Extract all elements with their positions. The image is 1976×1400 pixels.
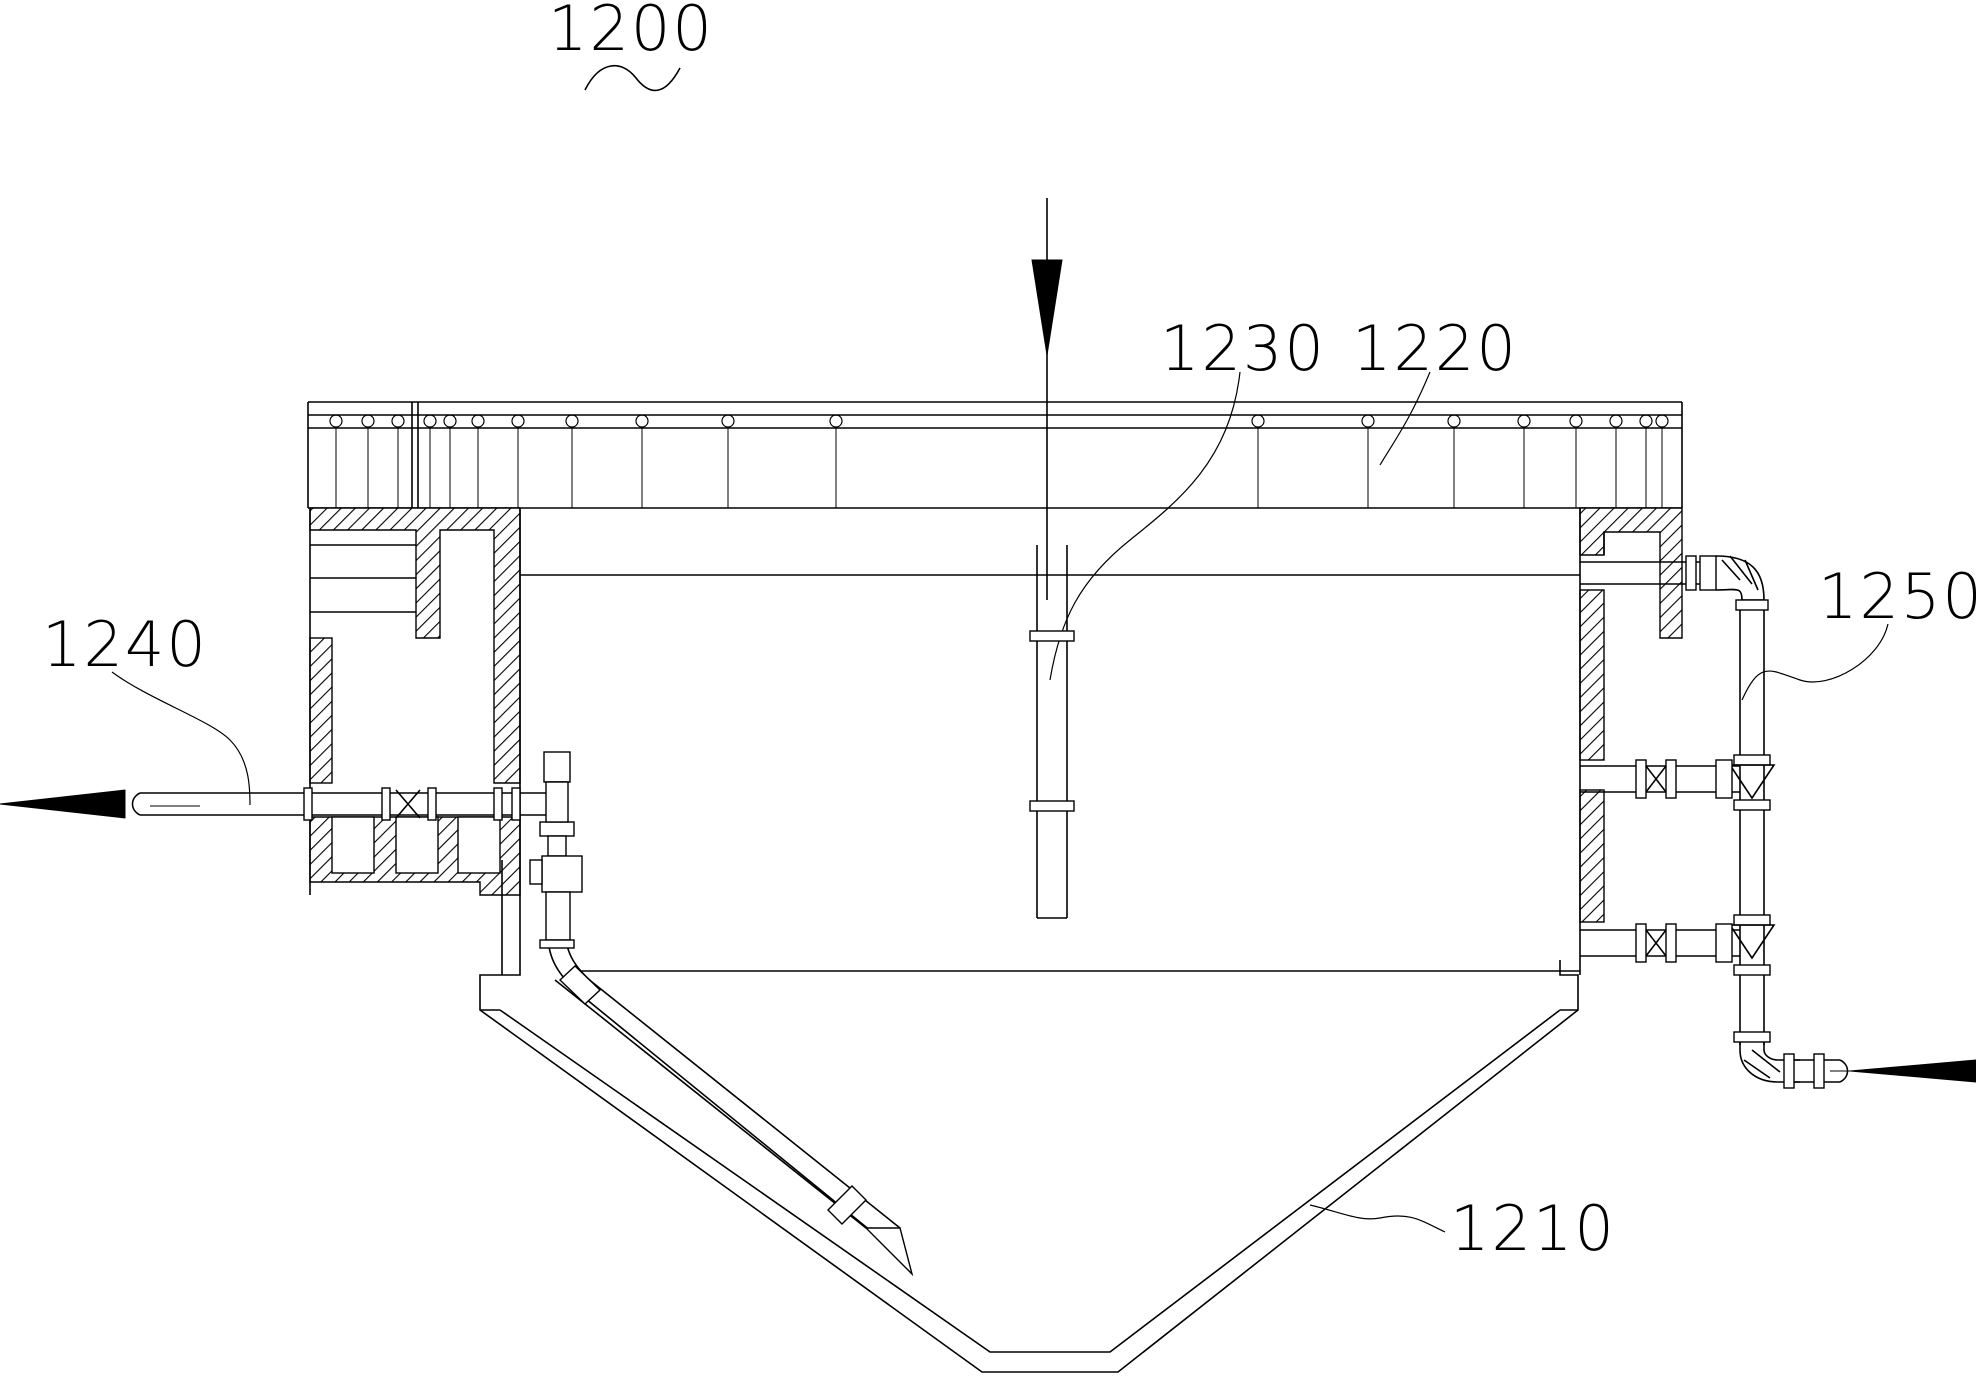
left-outlet-pipe: [0, 781, 569, 823]
leader-left-outlet: [111, 671, 251, 806]
leader-inlet-pipe: [1049, 371, 1241, 681]
nozzle-row: [329, 414, 1669, 508]
assembly-tilde: [584, 64, 681, 92]
label-right-outlet: 1250: [1818, 560, 1976, 633]
leader-bottom-hopper: [1309, 1204, 1446, 1233]
leader-top-collector: [1379, 371, 1431, 466]
inlet-arrow: [1031, 259, 1063, 356]
label-bottom-hopper: 1210: [1450, 1192, 1616, 1265]
inlet-pipe: [1029, 198, 1075, 919]
left-overflow-box: [309, 507, 521, 896]
inclined-sludge-pipe: [529, 751, 914, 1277]
right-outlet-manifold: [1580, 555, 1976, 1089]
bottom-hopper: [479, 860, 1579, 1373]
leader-right-outlet: [1741, 623, 1889, 701]
label-top-collector: 1220: [1352, 312, 1518, 385]
tank-body: [519, 507, 1683, 975]
left-outlet-arrow: [0, 789, 126, 819]
label-left-outlet: 1240: [42, 608, 208, 681]
label-assembly: 1200: [548, 0, 714, 65]
top-collector: [307, 401, 1683, 509]
right-outlet-arrow: [1849, 1059, 1976, 1083]
label-inlet-pipe: 1230: [1160, 312, 1326, 385]
